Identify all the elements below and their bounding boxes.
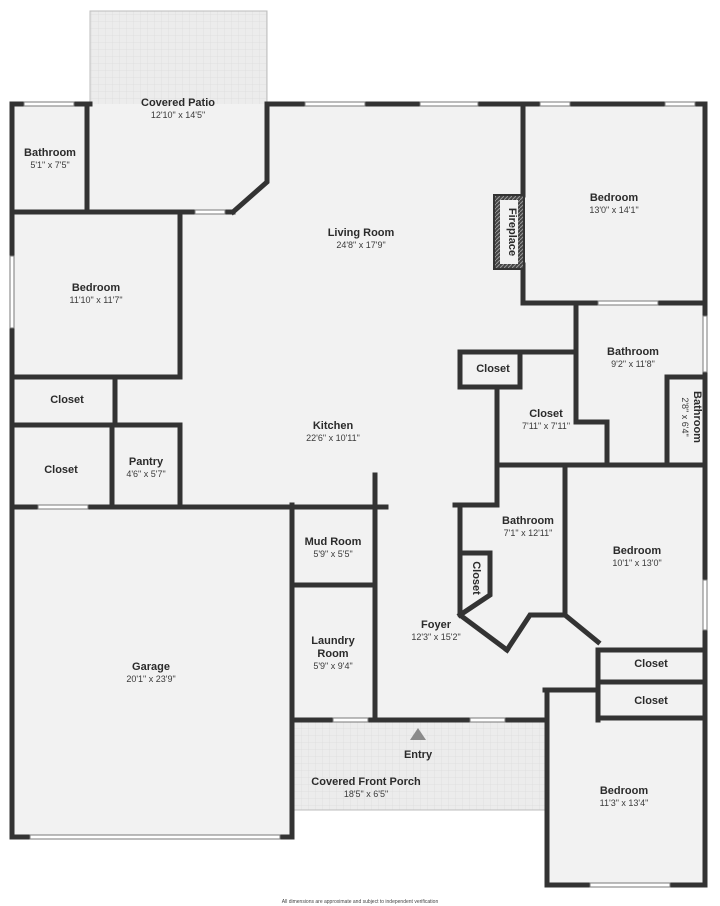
laundry-dim: 5'9" x 9'4" <box>313 661 352 671</box>
kitchen-label: Kitchen <box>313 420 354 432</box>
fireplace-label: Fireplace <box>506 208 518 256</box>
closet-w2-label: Closet <box>44 464 78 476</box>
entry-label: Entry <box>404 749 433 761</box>
closet-mid-label: Closet <box>529 408 563 420</box>
mud-room-dim: 5'9" x 5'5" <box>313 549 352 559</box>
living-room-label: Living Room <box>328 227 395 239</box>
pantry-dim: 4'6" x 5'7" <box>126 469 165 479</box>
bathroom-e-label: Bathroom <box>607 346 659 358</box>
bedroom-ne-label: Bedroom <box>590 192 639 204</box>
bathroom-small-dim: 2'8" x 6'4" <box>680 397 690 436</box>
disclaimer: All dimensions are approximate and subje… <box>282 899 439 905</box>
interior-floor <box>12 104 705 885</box>
bathroom-e-dim: 9'2" x 11'8" <box>611 359 655 369</box>
bathroom-c-dim: 7'1" x 12'11" <box>504 528 553 538</box>
mud-room-label: Mud Room <box>305 536 362 548</box>
closet-mid-dim: 7'11" x 7'11" <box>522 421 570 431</box>
closet-w1-label: Closet <box>50 394 84 406</box>
bedroom-se-label: Bedroom <box>600 785 649 797</box>
front-porch-label: Covered Front Porch <box>311 776 421 788</box>
foyer-label: Foyer <box>421 619 452 631</box>
closet-e1-label: Closet <box>634 658 668 670</box>
living-room-dim: 24'8" x 17'9" <box>336 240 385 250</box>
foyer-dim: 12'3" x 15'2" <box>411 632 460 642</box>
bedroom-se-dim: 11'3" x 13'4" <box>600 798 649 808</box>
bathroom-c-label: Bathroom <box>502 515 554 527</box>
bedroom-ne-dim: 13'0" x 14'1" <box>589 205 638 215</box>
bedroom-e-label: Bedroom <box>613 545 662 557</box>
pantry-label: Pantry <box>129 456 164 468</box>
laundry-label-line1: Laundry <box>311 635 355 647</box>
covered-patio-label: Covered Patio <box>141 97 215 109</box>
closet-b-label: Closet <box>470 561 482 595</box>
entry-arrow-icon <box>410 728 426 740</box>
covered-patio-dim: 12'10" x 14'5" <box>151 110 205 120</box>
closet-e2-label: Closet <box>634 695 668 707</box>
bathroom-nw-label: Bathroom <box>24 147 76 159</box>
garage-dim: 20'1" x 23'9" <box>126 674 175 684</box>
bathroom-nw-dim: 5'1" x 7'5" <box>30 160 69 170</box>
garage-label: Garage <box>132 661 170 673</box>
kitchen-dim: 22'6" x 10'11" <box>306 433 360 443</box>
closet-a-label: Closet <box>476 363 510 375</box>
bedroom-w-dim: 11'10" x 11'7" <box>69 295 122 305</box>
windows <box>9 101 708 888</box>
bedroom-w-label: Bedroom <box>72 282 121 294</box>
bedroom-e-dim: 10'1" x 13'0" <box>612 558 661 568</box>
fireplace-hearth <box>500 200 518 264</box>
room-labels: Covered Patio 12'10" x 14'5" Bathroom 5'… <box>24 97 703 808</box>
front-porch-dim: 18'5" x 6'5" <box>344 789 388 799</box>
laundry-label-line2: Room <box>317 648 348 660</box>
bathroom-small-label: Bathroom <box>691 391 703 443</box>
